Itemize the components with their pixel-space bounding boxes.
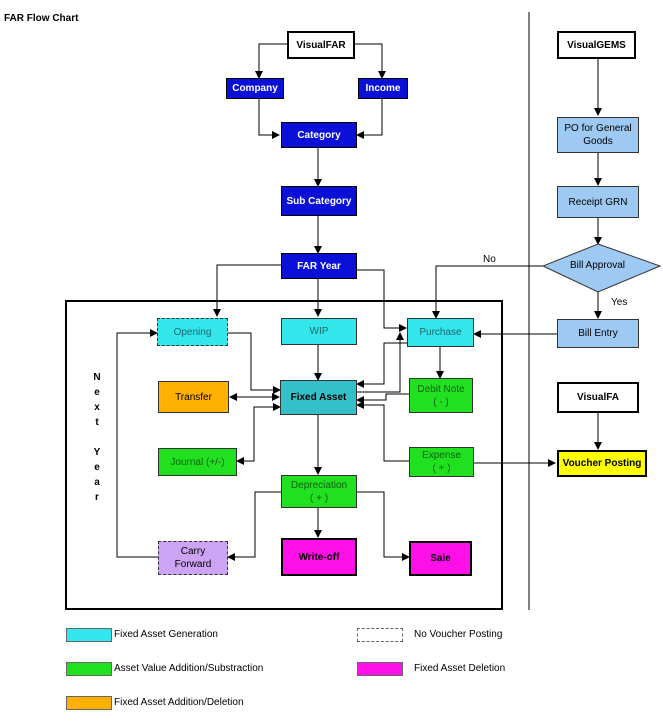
node-wip-label: WIP — [309, 326, 329, 337]
legend-label-no-voucher: No Voucher Posting — [414, 629, 503, 640]
node-po-label-1: PO for General — [564, 123, 632, 134]
node-journal: Journal (+/-) — [158, 448, 237, 476]
edge-label-yes: Yes — [611, 297, 628, 308]
node-visualgems-label: VisualGEMS — [567, 39, 626, 51]
node-far-year-label: FAR Year — [297, 260, 341, 272]
legend-swatch-value — [66, 662, 112, 676]
node-write-off: Write-off — [281, 538, 357, 576]
legend-label-addition: Fixed Asset Addition/Deletion — [114, 697, 244, 708]
next-year-letter: r — [95, 492, 99, 503]
next-year-letter: Y — [93, 447, 101, 458]
next-year-letter: N — [93, 372, 101, 383]
node-depreciation-sign: ( + ) — [309, 492, 329, 504]
node-far-year: FAR Year — [281, 253, 357, 279]
node-journal-label: Journal (+/-) — [170, 456, 225, 468]
node-sub-category: Sub Category — [281, 186, 357, 216]
legend-swatch-addition — [66, 696, 112, 710]
node-expense: Expense ( + ) — [409, 447, 474, 477]
next-year-letter: t — [95, 417, 99, 428]
edge-billapproval-purchase — [432, 265, 543, 319]
edge-visualfar-income — [355, 43, 386, 79]
edge-debitnote-fixedasset — [356, 393, 409, 404]
node-purchase-label: Purchase — [419, 327, 462, 338]
node-bill-approval-label: Bill Approval — [570, 260, 626, 271]
node-visualfa: VisualFA — [557, 382, 639, 413]
next-year-letter: x — [94, 402, 100, 413]
chart-title: FAR Flow Chart — [4, 13, 79, 24]
edge-faryear-purchase — [357, 269, 407, 332]
legend-swatch-generation — [66, 628, 112, 642]
edge-faryear-opening — [213, 264, 281, 317]
legend-label-deletion: Fixed Asset Deletion — [414, 663, 506, 674]
node-fixed-asset-label: Fixed Asset — [290, 392, 347, 403]
node-visualfa-label: VisualFA — [576, 392, 620, 403]
edge-label-no: No — [483, 254, 496, 265]
edge-journal-fixedasset — [237, 403, 281, 462]
next-year-letter — [90, 432, 104, 447]
node-income: Income — [358, 78, 408, 99]
node-visualfar-label: VisualFAR — [296, 39, 346, 51]
node-expense-sign: ( + ) — [432, 463, 451, 474]
node-write-off-label: Write-off — [298, 551, 340, 563]
next-year-letter: e — [94, 462, 100, 473]
edge-depreciation-sale — [357, 491, 410, 561]
legend-label-generation: Fixed Asset Generation — [114, 629, 218, 640]
node-voucher-posting-label: Voucher Posting — [562, 458, 642, 469]
node-debit-note: Debit Note ( - ) — [409, 378, 473, 413]
edge-company-category — [258, 99, 280, 139]
edge-opening-fixedasset — [228, 332, 281, 394]
node-po-label-2: Goods — [583, 136, 613, 147]
node-expense-label: Expense — [422, 450, 461, 461]
node-depreciation-label: Depreciation — [290, 479, 348, 491]
node-carry-forward: Carry Forward — [158, 541, 228, 575]
edge-fixedasset-purchase — [357, 332, 404, 393]
node-visualgems: VisualGEMS — [557, 31, 636, 59]
node-company-label: Company — [232, 83, 278, 94]
node-sub-category-label: Sub Category — [286, 195, 352, 207]
node-purchase: Purchase — [407, 318, 474, 347]
node-fixed-asset: Fixed Asset — [280, 380, 357, 415]
node-opening-label: Opening — [173, 326, 212, 338]
node-carry-forward-label-2: Forward — [174, 559, 212, 570]
process-frame — [65, 300, 503, 610]
edge-income-category — [356, 99, 383, 139]
node-transfer: Transfer — [158, 381, 229, 413]
bill-approval-diamond — [541, 243, 662, 293]
edge-expense-fixedasset — [356, 401, 409, 462]
node-carry-forward-label-1: Carry — [180, 546, 206, 557]
node-po-general-goods: PO for General Goods — [557, 117, 639, 153]
node-depreciation: Depreciation ( + ) — [281, 475, 357, 508]
node-income-label: Income — [365, 83, 401, 94]
node-category: Category — [281, 122, 357, 148]
node-debit-note-label: Debit Note — [417, 383, 465, 395]
node-debit-note-sign: ( - ) — [433, 396, 449, 408]
legend-swatch-deletion — [357, 662, 403, 676]
node-sale: Sale — [409, 541, 472, 576]
next-year-letter: a — [94, 477, 100, 488]
node-wip: WIP — [281, 318, 357, 345]
node-receipt-grn: Receipt GRN — [557, 186, 639, 218]
legend-swatch-no-voucher — [357, 628, 403, 642]
node-category-label: Category — [297, 129, 341, 141]
edge-visualfar-company — [255, 43, 287, 79]
edge-fixedasset-journal — [236, 406, 270, 465]
next-year-letter: e — [94, 387, 100, 398]
node-bill-entry-label: Bill Entry — [578, 328, 618, 339]
edge-depreciation-carryforward — [227, 491, 281, 561]
edge-purchase-fixedasset — [356, 342, 407, 388]
node-voucher-posting: Voucher Posting — [557, 450, 647, 477]
legend-label-value: Asset Value Addition/Substraction — [114, 663, 264, 674]
node-company: Company — [226, 78, 284, 99]
node-bill-entry: Bill Entry — [557, 319, 639, 348]
node-opening: Opening — [157, 318, 228, 346]
node-receipt-grn-label: Receipt GRN — [568, 196, 628, 208]
node-sale-label: Sale — [430, 553, 451, 564]
node-transfer-label: Transfer — [175, 391, 212, 403]
edge-carryforward-opening — [116, 329, 158, 558]
node-visualfar: VisualFAR — [287, 31, 355, 59]
